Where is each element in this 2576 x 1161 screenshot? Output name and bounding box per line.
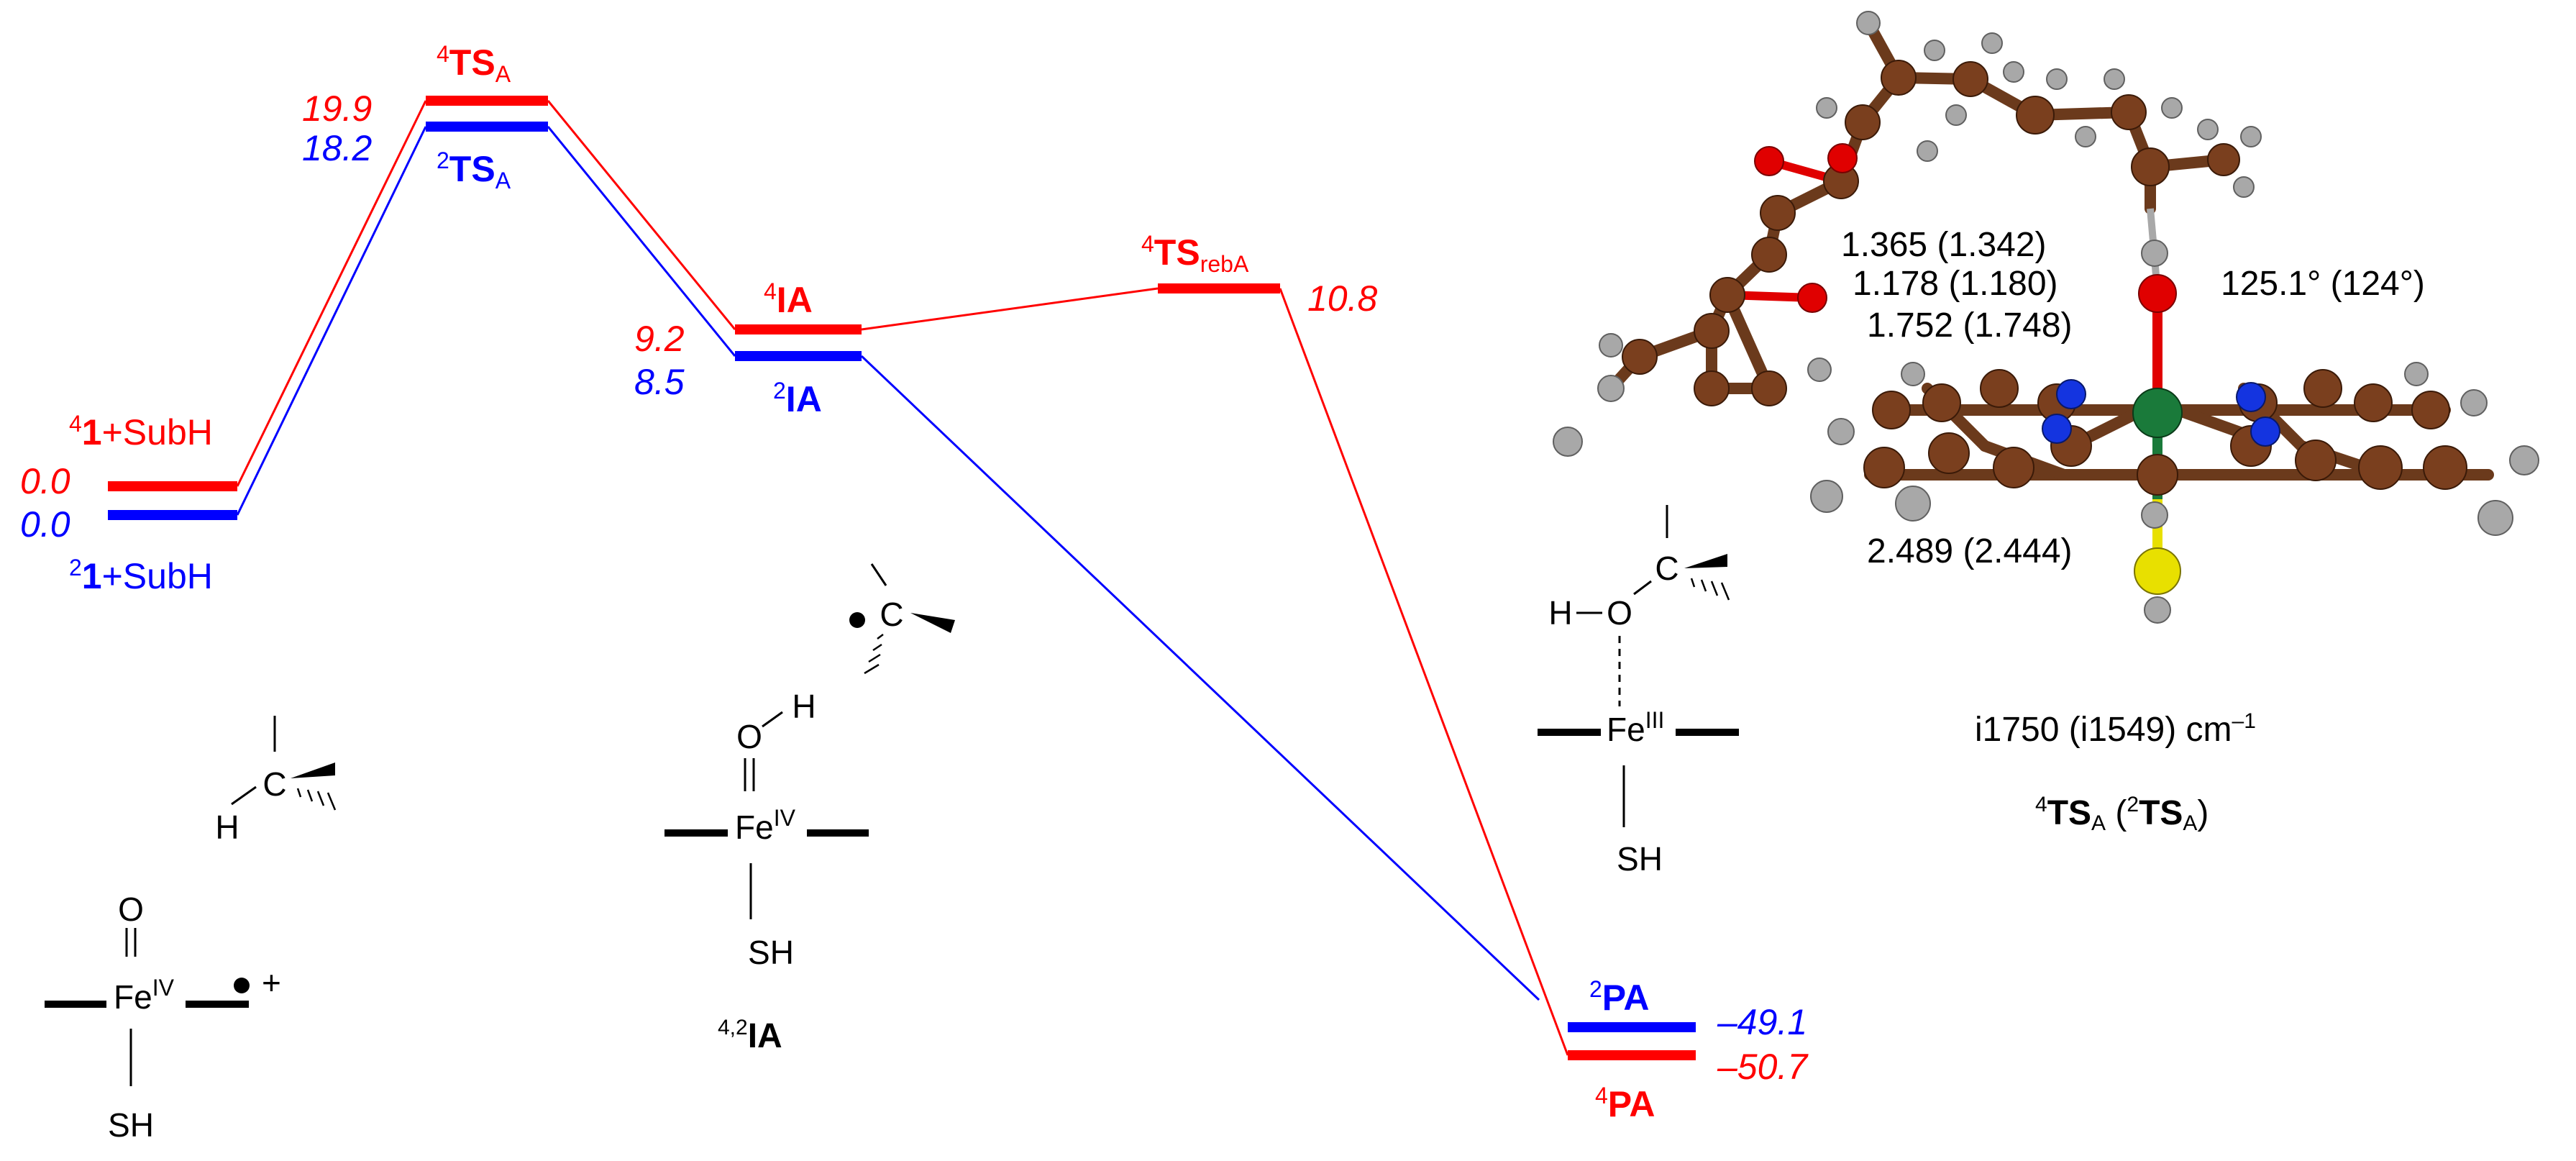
oxo-o: O (118, 891, 144, 928)
ia-h: H (792, 688, 816, 725)
radical-dot (234, 978, 250, 993)
energy-values: 0.0 0.0 19.9 18.2 9.2 8.5 10.8 –49.1 –50… (20, 88, 1809, 1087)
connector-4-ia-tsreb (861, 287, 1159, 331)
fe-atom (2132, 388, 2183, 438)
dist-2: 1.178 (1.180) (1853, 265, 2058, 303)
radical-cation-plus: + (262, 964, 281, 1001)
radical-c: C (880, 596, 903, 633)
label-4-ts-reba: 4TSrebA (1141, 231, 1249, 277)
label-2-ts-a: 2TSA (437, 147, 511, 194)
dist-1: 1.365 (1.342) (1841, 226, 2047, 264)
connector-4-tsreb-pa (1279, 288, 1569, 1056)
thiolate-1: SH (108, 1106, 154, 1144)
label-2-reactant: 21+SubH (69, 555, 213, 596)
label-4-ia: 4IA (764, 278, 813, 320)
connector-2-r-ts (236, 126, 427, 516)
structure-ia: C O H FeIV SH 4,2IA (664, 563, 955, 1055)
energy-4-pa: –50.7 (1717, 1047, 1809, 1087)
s-atom (2134, 547, 2181, 595)
frequency-label: i1750 (i1549) cm–1 (1975, 709, 2256, 749)
substrate-h: H (215, 809, 239, 846)
energy-2-reactant: 0.0 (20, 504, 70, 545)
energy-levels (108, 96, 1696, 1060)
energy-4-reactant: 0.0 (20, 461, 70, 501)
connector-2-ts-ia (547, 126, 736, 357)
connector-2-ia-pa (860, 355, 1540, 1001)
state-labels: 41+SubH 21+SubH 4TSA 2TSA 4IA 2IA 4TSreb… (69, 41, 1655, 1124)
geometry-annotations: 1.365 (1.342) 1.178 (1.180) 1.752 (1.748… (1841, 226, 2425, 835)
connector-4-r-ts (236, 100, 427, 487)
label-4-ts-a: 4TSA (437, 41, 511, 87)
energy-4-ts-a: 19.9 (302, 88, 372, 129)
substrate-c: C (262, 765, 286, 803)
energy-2-pa: –49.1 (1717, 1002, 1807, 1042)
ia-caption: 4,2IA (718, 1016, 782, 1055)
energy-2-ia: 8.5 (634, 362, 685, 402)
thiolate-tsreb: SH (1617, 840, 1663, 878)
fe-iii-tsreb: FeIII (1607, 707, 1664, 748)
energy-4-ia: 9.2 (634, 319, 685, 359)
label-4-pa: 4PA (1595, 1083, 1655, 1124)
tsreb-h: H (1548, 594, 1572, 632)
fe-iv-1: FeIV (114, 975, 175, 1016)
connector-4-ts-ia (547, 100, 736, 330)
dist-3: 1.752 (1.748) (1867, 306, 2073, 345)
structure-caption: 4TSA (2TSA) (2035, 793, 2209, 835)
energy-4-ts-reba: 10.8 (1307, 278, 1378, 319)
tsreb-o: O (1607, 594, 1632, 632)
angle-label: 125.1° (124°) (2221, 265, 2425, 303)
structure-compound1: C H O FeIV + SH (45, 716, 337, 1144)
label-4-reactant: 41+SubH (69, 411, 213, 452)
label-2-ia: 2IA (773, 378, 822, 419)
radical-dot-ia (849, 612, 865, 628)
ia-o: O (736, 718, 762, 755)
label-2-pa: 2PA (1589, 976, 1650, 1018)
tsreb-c: C (1655, 550, 1678, 587)
molecular-model-ts-a (1553, 11, 2539, 624)
thiolate-ia: SH (748, 934, 794, 971)
fe-iv-ia: FeIV (735, 805, 796, 846)
connectors (236, 100, 1569, 1056)
energy-2-ts-a: 18.2 (302, 128, 373, 168)
structure-ts-reb: C H O FeIII SH (1538, 505, 1739, 878)
dist-fe-s: 2.489 (2.444) (1867, 532, 2073, 570)
